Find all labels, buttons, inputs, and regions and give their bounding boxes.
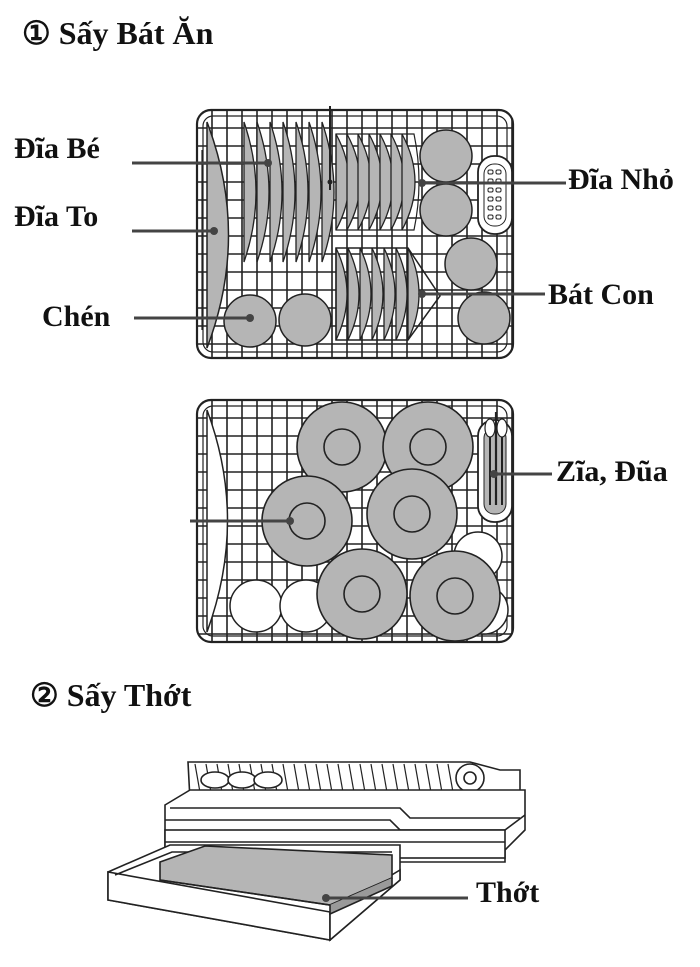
leader-lines <box>132 161 566 900</box>
bowl <box>229 579 283 633</box>
label-dia-be: Đĩa Bé <box>14 132 100 165</box>
section-1-marker: ① <box>22 15 51 51</box>
bowls <box>335 247 441 341</box>
cup <box>278 293 332 347</box>
section-2-title-text: Sấy Thớt <box>66 677 192 713</box>
label-zia-dua: Zĩa, Đũa <box>556 455 668 488</box>
section-1-title: ① Sấy Bát Ăn <box>22 14 213 52</box>
top-rack <box>195 106 515 360</box>
label-thot: Thớt <box>476 876 540 909</box>
cup <box>419 129 473 183</box>
dish-dryer-drawer <box>107 761 526 942</box>
label-bat-con: Bát Con <box>548 278 654 311</box>
cup <box>457 291 511 345</box>
top-rack-frame <box>195 108 515 360</box>
label-dia-nho: Đĩa Nhỏ <box>568 163 674 196</box>
side-plates <box>335 133 420 231</box>
cup <box>444 237 498 291</box>
utensil-holder-top <box>477 155 513 235</box>
section-1-title-text: Sấy Bát Ăn <box>58 15 214 51</box>
utensil-holder-bottom <box>477 412 513 523</box>
section-2-title: ② Sấy Thớt <box>30 676 191 714</box>
label-dia-to: Đĩa To <box>14 200 99 233</box>
dinner-plates <box>261 401 501 642</box>
large-plate <box>206 121 230 349</box>
small-plates <box>243 121 335 263</box>
cup <box>419 183 473 237</box>
bottom-rack <box>195 398 515 644</box>
label-chen: Chén <box>42 300 111 333</box>
section-2-marker: ② <box>30 677 59 713</box>
